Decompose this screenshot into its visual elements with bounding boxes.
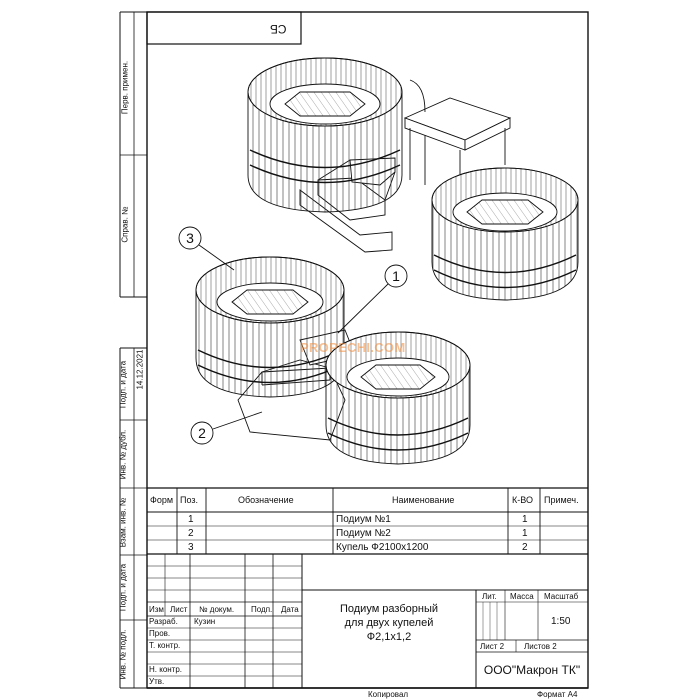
side-date-value: 14.12.2021 xyxy=(135,349,145,390)
spec-header-pos: Поз. xyxy=(180,495,198,505)
watermark: PROPECHI.COM xyxy=(300,340,406,355)
tb-role-t-kontr: Т. контр. xyxy=(149,641,181,650)
footer-format: Формат A4 xyxy=(537,690,578,699)
callout-1-number: 1 xyxy=(392,268,400,284)
callout-2-circle xyxy=(190,421,214,445)
tb-header-data: Дата xyxy=(281,605,299,614)
spec-row-1-pos: 1 xyxy=(188,514,194,525)
tb-role-prov: Пров. xyxy=(149,629,171,638)
spec-header-form: Форм xyxy=(150,495,174,505)
document-code: СБ xyxy=(270,22,287,36)
spec-row-1-name: Подиум №1 xyxy=(336,514,391,525)
tb-developer-name: Кузин xyxy=(194,617,216,626)
side-label-sprav-no: Справ. № xyxy=(120,206,130,243)
spec-header-designation: Обозначение xyxy=(238,495,294,505)
callout-3-circle xyxy=(178,226,202,250)
callouts xyxy=(178,226,408,445)
spec-header-qty: К-ВО xyxy=(512,495,533,505)
upper-tub-left xyxy=(247,57,403,213)
callout-2-number: 2 xyxy=(198,425,206,441)
tb-header-podp: Подп. xyxy=(251,605,273,614)
side-label-podp-data-2: Подп. и дата xyxy=(118,563,128,612)
lower-tub-left xyxy=(195,256,345,398)
tb-role-razrab: Разраб. xyxy=(149,617,178,626)
upper-tub-right xyxy=(431,167,579,301)
tb-sheets-label: Листов 2 xyxy=(524,642,557,651)
side-label-vzam-inv-no: Взам. инв. № xyxy=(118,497,128,548)
tb-title-line-2: для двух купелей xyxy=(344,617,434,629)
side-label-inv-no-dubl: Инв. № дубл. xyxy=(118,429,128,480)
tb-sheet-label: Лист 2 xyxy=(480,642,505,651)
tb-lit-label: Лит. xyxy=(482,592,497,601)
spec-row-1-qty: 1 xyxy=(522,514,528,525)
spec-header-name: Наименование xyxy=(392,495,455,505)
tb-company: ООО"Макрон ТК" xyxy=(483,663,581,677)
footer-copied: Копировал xyxy=(368,690,409,699)
spec-row-2-pos: 2 xyxy=(188,528,194,539)
tb-header-izm: Изм xyxy=(149,605,164,614)
side-label-perv-primen: Перв. примен. xyxy=(120,60,130,115)
tb-title-line-3: Ф2,1х1,2 xyxy=(366,631,412,643)
side-label-podp-data-1: Подп. и дата xyxy=(118,360,128,409)
tb-scale-value: 1:50 xyxy=(551,616,571,627)
tb-scale-label: Масштаб xyxy=(544,592,579,601)
tb-header-doc-no: № докум. xyxy=(199,605,235,614)
callout-1-circle xyxy=(384,264,408,288)
tb-header-list: Лист xyxy=(170,605,188,614)
spec-row-2-qty: 1 xyxy=(522,528,528,539)
tb-role-utv: Утв. xyxy=(149,677,165,686)
spec-row-3-pos: 3 xyxy=(188,542,194,553)
spec-header-note: Примеч. xyxy=(544,495,579,505)
tb-role-n-kontr: Н. контр. xyxy=(149,665,183,674)
lower-isometric-view xyxy=(195,256,471,465)
title-block-grid xyxy=(147,553,588,689)
spec-row-2-name: Подиум №2 xyxy=(336,528,391,539)
tb-mass-label: Масса xyxy=(510,592,534,601)
lower-tub-right xyxy=(325,331,471,465)
spec-row-3-qty: 2 xyxy=(522,542,528,553)
upper-table xyxy=(403,79,512,200)
spec-row-3-name: Купель Ф2100х1200 xyxy=(336,542,429,553)
callout-3-number: 3 xyxy=(186,230,194,246)
tb-title-line-1: Подиум разборный xyxy=(339,603,439,615)
upper-isometric-view xyxy=(247,57,579,301)
side-label-inv-no-podl: Инв. № подл. xyxy=(118,629,128,680)
